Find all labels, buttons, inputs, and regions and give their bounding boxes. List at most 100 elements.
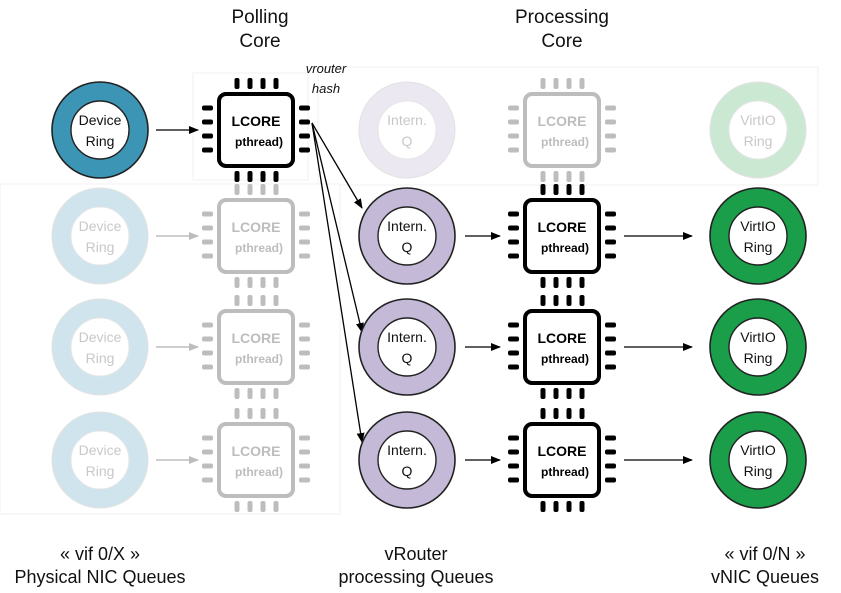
- processing-header-line2: Core: [541, 31, 583, 52]
- processing-lcore-2-label-1: LCORE: [538, 330, 587, 346]
- intern-queue-1-inner: [377, 206, 437, 266]
- processing-lcore-0-pin-right: [605, 147, 616, 153]
- polling-header-line2: Core: [239, 31, 281, 52]
- processing-lcore-2-pin-left: [508, 336, 519, 342]
- device-ring-2-label-2: Ring: [86, 350, 115, 366]
- polling-lcore-2-pin-bottom: [260, 388, 266, 399]
- vrouter-hash-line-2: hash: [312, 81, 340, 96]
- intern-queue-2-label-1: Intern.: [387, 329, 427, 345]
- processing-lcore-2-label-2: pthread): [541, 352, 589, 366]
- polling-lcore-2-pin-right: [299, 336, 310, 342]
- device-ring-0-label-1: Device: [79, 112, 122, 128]
- processing-lcore-2-body: [523, 309, 601, 385]
- processing-lcore-0-pin-left: [508, 105, 519, 111]
- polling-core-header: Polling Core: [195, 6, 325, 54]
- polling-lcore-3-pin-right: [299, 449, 310, 455]
- polling-lcore-2-pin-right: [299, 350, 310, 356]
- intern-queue-2-inner: [377, 317, 437, 377]
- intern-queue-0: Intern.Q: [358, 81, 456, 179]
- polling-header-line1: Polling: [231, 7, 289, 28]
- processing-lcore-3-pin-right: [605, 477, 616, 483]
- device-ring-3-label-1: Device: [79, 442, 122, 458]
- processing-lcore-2-pin-bottom: [540, 388, 546, 399]
- processing-lcore-1-pin-left: [508, 225, 519, 231]
- virtio-ring-2-label-2: Ring: [744, 350, 773, 366]
- polling-lcore-2-pin-top: [260, 295, 266, 306]
- polling-lcore-0-pin-left: [202, 105, 213, 111]
- processing-lcore-0-pin-bottom: [540, 171, 546, 182]
- processing-lcore-1-pin-bottom: [566, 277, 572, 288]
- intern-queue-1-label-1: Intern.: [387, 218, 427, 234]
- polling-lcore-2-pin-left: [202, 350, 213, 356]
- polling-lcore-1-pin-bottom: [273, 277, 279, 288]
- polling-lcore-3-pin-left: [202, 449, 213, 455]
- processing-lcore-0-label-1: LCORE: [538, 113, 587, 129]
- polling-lcore-1-pin-right: [299, 225, 310, 231]
- processing-lcore-2-pin-top: [540, 295, 546, 306]
- processing-lcore-2-pin-right: [605, 322, 616, 328]
- polling-lcore-2-pin-bottom: [247, 388, 253, 399]
- device-ring-1-label-2: Ring: [86, 239, 115, 255]
- processing-lcore-0-pin-top: [579, 78, 585, 89]
- processing-lcore-1-pin-bottom: [540, 277, 546, 288]
- polling-lcore-3-pin-top: [260, 408, 266, 419]
- virtio-ring-3-label-1: VirtIO: [740, 442, 776, 458]
- polling-lcore-0-pin-right: [299, 119, 310, 125]
- polling-lcore-0-pin-bottom: [273, 171, 279, 182]
- polling-lcore-1-pin-right: [299, 211, 310, 217]
- processing-lcore-1-body: [523, 198, 601, 274]
- polling-lcore-0-pin-bottom: [247, 171, 253, 182]
- virtio-ring-0-inner: [728, 100, 788, 160]
- intern-queue-2: Intern.Q: [358, 298, 456, 396]
- polling-lcore-0-pin-top: [247, 78, 253, 89]
- processing-lcore-3-pin-left: [508, 463, 519, 469]
- polling-lcore-1-pin-top: [273, 184, 279, 195]
- polling-lcore-0-label-2: pthread): [235, 135, 283, 149]
- polling-lcore-3-pin-right: [299, 463, 310, 469]
- polling-lcore-3-pin-bottom: [234, 501, 240, 512]
- processing-lcore-3-pin-top: [579, 408, 585, 419]
- processing-lcore-3-pin-bottom: [566, 501, 572, 512]
- intern-queue-1: Intern.Q: [358, 187, 456, 285]
- polling-lcore-3-pin-right: [299, 477, 310, 483]
- polling-lcore-1-pin-bottom: [234, 277, 240, 288]
- processing-lcore-0-pin-bottom: [553, 171, 559, 182]
- right-footer-line2: vNIC Queues: [710, 567, 820, 587]
- processing-lcore-0-pin-right: [605, 119, 616, 125]
- polling-lcore-2-pin-left: [202, 322, 213, 328]
- polling-lcore-3-pin-top: [234, 408, 240, 419]
- polling-lcore-0-pin-top: [234, 78, 240, 89]
- virtio-ring-2-inner: [728, 317, 788, 377]
- vnic-queues-footer: « vif 0/N » vNIC Queues: [690, 543, 840, 589]
- virtio-ring-0-label-1: VirtIO: [740, 112, 776, 128]
- vrouter-hash-label: vrouter hash: [306, 61, 347, 96]
- intern-queue-3-label-1: Intern.: [387, 442, 427, 458]
- processing-lcore-3-label-2: pthread): [541, 465, 589, 479]
- vrouter-processing-queues-footer: vRouter processing Queues: [316, 543, 516, 589]
- polling-lcore-1-body: [217, 198, 295, 274]
- polling-lcore-3-pin-left: [202, 463, 213, 469]
- polling-lcore-3-label-2: pthread): [235, 465, 283, 479]
- polling-lcore-3-pin-top: [247, 408, 253, 419]
- vrouter-hash-line-1: vrouter: [306, 61, 347, 76]
- processing-lcore-2-pin-left: [508, 350, 519, 356]
- processing-lcore-1-pin-bottom: [579, 277, 585, 288]
- processing-lcore-3-pin-left: [508, 449, 519, 455]
- processing-lcore-0-pin-bottom: [579, 171, 585, 182]
- polling-lcore-1-pin-right: [299, 253, 310, 259]
- polling-lcore-1-pin-left: [202, 239, 213, 245]
- polling-lcore-0-pin-right: [299, 133, 310, 139]
- processing-lcore-1-pin-top: [566, 184, 572, 195]
- device-ring-2-label-1: Device: [79, 329, 122, 345]
- polling-lcore-3-pin-left: [202, 435, 213, 441]
- processing-lcore-3-pin-bottom: [540, 501, 546, 512]
